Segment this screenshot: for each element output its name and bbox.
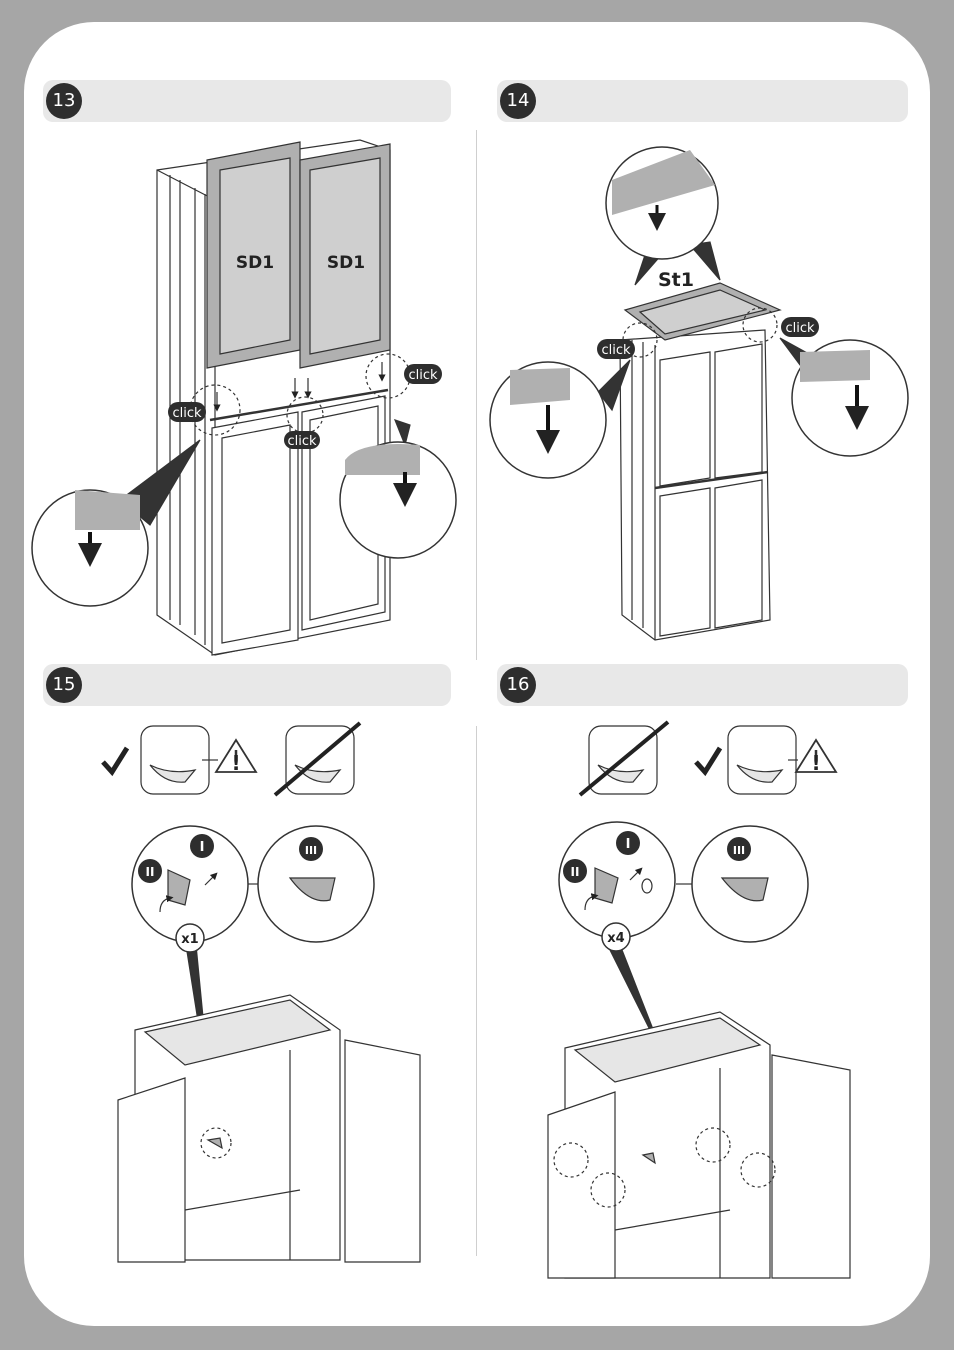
step-16-number: 16 [500,667,536,703]
check-icon [101,746,130,777]
cross-out-icon [578,720,670,797]
warning-triangle-icon [214,738,258,773]
step-14-number: 14 [500,83,536,119]
svg-text:II: II [571,865,580,879]
shelf-support-correct-icon [727,725,797,795]
svg-text:click: click [408,368,438,383]
panel-label-st1: St1 [658,269,694,291]
shelf-support-wrong-icon [588,725,658,795]
svg-text:click: click [785,321,815,336]
svg-text:II: II [146,865,155,879]
svg-text:!: ! [231,751,240,775]
shelf-support-correct-icon [140,725,210,795]
step-13-header: 13 [43,80,451,122]
svg-text:x4: x4 [607,931,624,946]
svg-text:x1: x1 [181,932,198,947]
step-badge-roman-3: III [299,837,323,861]
step-15-header: 15 [43,664,451,706]
svg-text:I: I [200,840,205,855]
svg-text:click: click [601,343,631,358]
step-badge-roman-1: I [616,831,640,855]
step-13-number: 13 [46,83,82,119]
panel-label-sd1-left: SD1 [236,253,274,273]
warning-triangle-icon [794,738,838,773]
step-badge-roman-2: II [563,859,587,883]
panel-label-sd1-right: SD1 [327,253,365,273]
quantity-badge: x4 [601,922,631,952]
step-15-number: 15 [46,667,82,703]
column-divider-top [476,130,477,660]
column-divider-bottom [476,726,477,1256]
step-16-header: 16 [497,664,908,706]
step-16-illustration [547,720,851,1279]
svg-text:III: III [305,844,317,857]
shelf-support-wrong-icon [285,725,355,795]
click-badge: click [168,402,206,422]
step-badge-roman-2: II [138,859,162,883]
check-icon [694,746,723,777]
svg-text:I: I [626,837,631,852]
svg-text:III: III [733,844,745,857]
step-15-illustration [101,721,421,1263]
step-14-illustration [489,146,909,641]
step-13-illustration [31,139,457,656]
svg-text:click: click [287,434,317,449]
step-14-header: 14 [497,80,908,122]
step-badge-roman-3: III [727,837,751,861]
click-badge: click [404,364,442,384]
quantity-badge: x1 [175,923,205,953]
cross-out-icon [273,721,362,797]
click-badge: click [284,431,320,449]
svg-text:click: click [172,406,202,421]
svg-text:!: ! [811,751,820,775]
step-badge-roman-1: I [190,834,214,858]
click-badge: click [781,317,819,337]
click-badge: click [597,339,635,359]
